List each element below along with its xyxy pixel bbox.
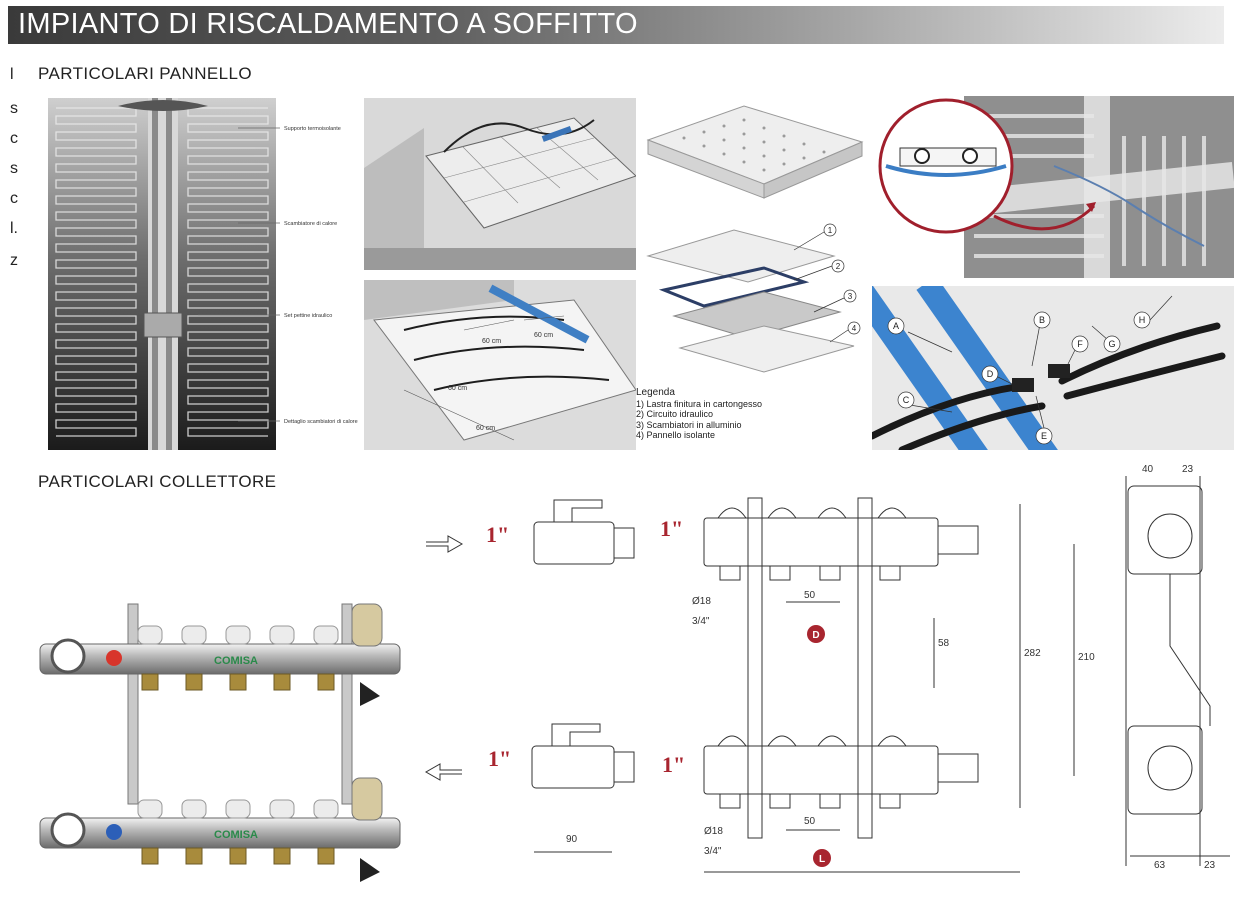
dim-23-top: 23 <box>1182 464 1194 475</box>
exploded-number-2: 2 <box>836 262 841 271</box>
clipped-letter: s <box>10 160 18 177</box>
dim-40: 40 <box>1142 464 1154 475</box>
clipped-letter: l. <box>10 220 18 237</box>
legend-title: Legenda <box>636 387 675 398</box>
section-title-collector: PARTICOLARI COLLETTORE <box>38 472 277 491</box>
clipped-letter: z <box>10 252 18 269</box>
panel-label-2: Scambiatore di calore <box>284 221 337 227</box>
panel-label-3: Set pettine idraulico <box>284 313 332 319</box>
legend: Legenda 1) Lastra finitura in cartongess… <box>636 387 763 441</box>
dim-50-bottom: 50 <box>804 816 816 827</box>
ceiling-photo-top <box>364 98 636 270</box>
manifold-photo: COMISA COMISA <box>30 596 410 892</box>
dim-58: 58 <box>938 638 950 649</box>
inch-label-a: 1" <box>486 522 509 547</box>
magnifier-detail-photo <box>874 96 1234 278</box>
legend-item: 3) Scambiatori in alluminio <box>636 419 742 430</box>
pipe-letter-c: C <box>903 395 910 405</box>
section-title-panel: PARTICOLARI PANNELLO <box>38 64 252 83</box>
dim-282: 282 <box>1024 648 1041 659</box>
install-dim-1: 60 cm <box>482 338 501 345</box>
legend-item: 2) Circuito idraulico <box>636 409 714 419</box>
panel-label-1: Supporto termoisolante <box>284 126 341 132</box>
install-dim-3: 60 cm <box>448 385 467 392</box>
exploded-number-1: 1 <box>828 226 833 235</box>
dim-thread-bottom: 3/4" <box>704 846 722 857</box>
legend-item: 1) Lastra finitura in cartongesso <box>636 398 763 409</box>
inch-label-d: 1" <box>662 752 685 777</box>
panel-label-4: Dettaglio scambiatori di calore <box>284 419 358 425</box>
dim-50-top: 50 <box>804 590 816 601</box>
clipped-letter: c <box>10 130 18 147</box>
installation-photo: 60 cm 60 cm 60 cm 60 cm <box>364 280 636 450</box>
pipe-letter-a: A <box>893 321 899 331</box>
pipe-letter-h: H <box>1139 315 1146 325</box>
pipe-letter-e: E <box>1041 431 1047 441</box>
exploded-number-3: 3 <box>848 292 853 301</box>
pipe-letter-b: B <box>1039 315 1045 325</box>
manifold-technical-drawing: 1" 1" 1" 1" 50 50 Ø18 3/4" Ø18 3/4" 58 2… <box>422 478 1062 878</box>
dim-23-bottom: 23 <box>1204 860 1216 871</box>
manifold-brand-top: COMISA <box>214 655 258 667</box>
pipe-letter-f: F <box>1077 339 1083 349</box>
panel-render <box>644 98 866 216</box>
badge-l: L <box>819 854 825 865</box>
page-title: IMPIANTO DI RISCALDAMENTO A SOFFITTO <box>18 8 638 40</box>
clipped-letter: c <box>10 190 18 207</box>
title-bar <box>8 6 1224 44</box>
dim-phi18-bottom: Ø18 <box>704 826 723 837</box>
clipped-letter: l <box>10 66 14 83</box>
panel-photo: Supporto termoisolante Scambiatore di ca… <box>48 98 358 450</box>
clipped-letter: s <box>10 100 18 117</box>
install-dim-4: 60 cm <box>476 425 495 432</box>
inch-label-c: 1" <box>488 746 511 771</box>
dim-90: 90 <box>566 834 578 845</box>
pipe-letter-d: D <box>987 369 994 379</box>
pipe-letter-g: G <box>1108 339 1115 349</box>
exploded-view: 1 2 3 4 <box>644 220 866 390</box>
manifold-side-view: 40 23 210 63 23 <box>1070 456 1240 886</box>
dim-63: 63 <box>1154 860 1166 871</box>
badge-d: D <box>812 630 819 641</box>
dim-thread-top: 3/4" <box>692 616 710 627</box>
manifold-brand-bottom: COMISA <box>214 829 258 841</box>
inch-label-b: 1" <box>660 516 683 541</box>
install-dim-2: 60 cm <box>534 332 553 339</box>
dim-phi18-top: Ø18 <box>692 596 711 607</box>
exploded-number-4: 4 <box>852 324 857 333</box>
pipe-connection-photo: A B C D E F G H <box>872 286 1234 450</box>
dim-210: 210 <box>1078 652 1095 663</box>
legend-item: 4) Pannello isolante <box>636 430 716 440</box>
